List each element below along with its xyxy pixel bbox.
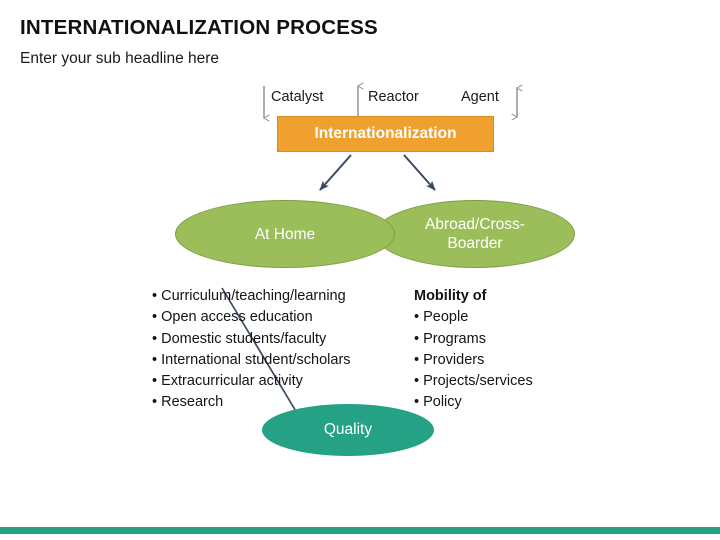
list-item: • Research [152,394,224,411]
list-item: • Extracurricular activity [152,373,303,390]
right-bullet-list: Mobility of • People • Programs • Provid… [414,286,533,414]
ellipse-quality-label: Quality [323,421,373,438]
internationalization-box[interactable]: Internationalization [277,116,494,152]
ellipse-at-home[interactable]: At Home [175,200,395,268]
ellipse-abroad-cross-boarder[interactable]: Abroad/Cross- Boarder [375,200,575,268]
list-item: • Domestic students/faculty [152,330,327,347]
list-item: • People [414,309,469,326]
internationalization-label: Internationalization [314,125,457,142]
list-item: • Curriculum/teaching/learning [152,288,346,304]
left-bullet-list: • Curriculum/teaching/learning • Open ac… [152,286,351,414]
arrow-box-to-at-home [319,154,352,191]
list-item: • Open access education [152,309,313,326]
bottom-accent-bar [0,527,720,534]
ellipse-quality[interactable]: Quality [262,404,434,456]
right-column-heading: Mobility of [414,288,487,304]
list-item: • Programs [414,330,486,347]
ellipse-abroad-label-line1: Abroad/Cross- [425,216,525,233]
ellipse-abroad-label: Abroad/Cross- Boarder [425,215,525,253]
ellipse-at-home-label: At Home [254,225,316,243]
list-item: • Providers [414,351,485,368]
page-title: INTERNATIONALIZATION PROCESS [20,16,378,39]
list-item: • Projects/services [414,373,533,390]
list-item: • International student/scholars [152,351,351,368]
arrow-box-to-abroad [403,154,436,191]
ellipse-abroad-label-line2: Boarder [447,235,503,252]
list-item: • Policy [414,394,462,411]
connector-label-reactor: Reactor [368,89,419,105]
page-subtitle: Enter your sub headline here [20,50,220,67]
connector-label-catalyst: Catalyst [271,89,324,105]
connector-label-agent: Agent [461,89,499,105]
